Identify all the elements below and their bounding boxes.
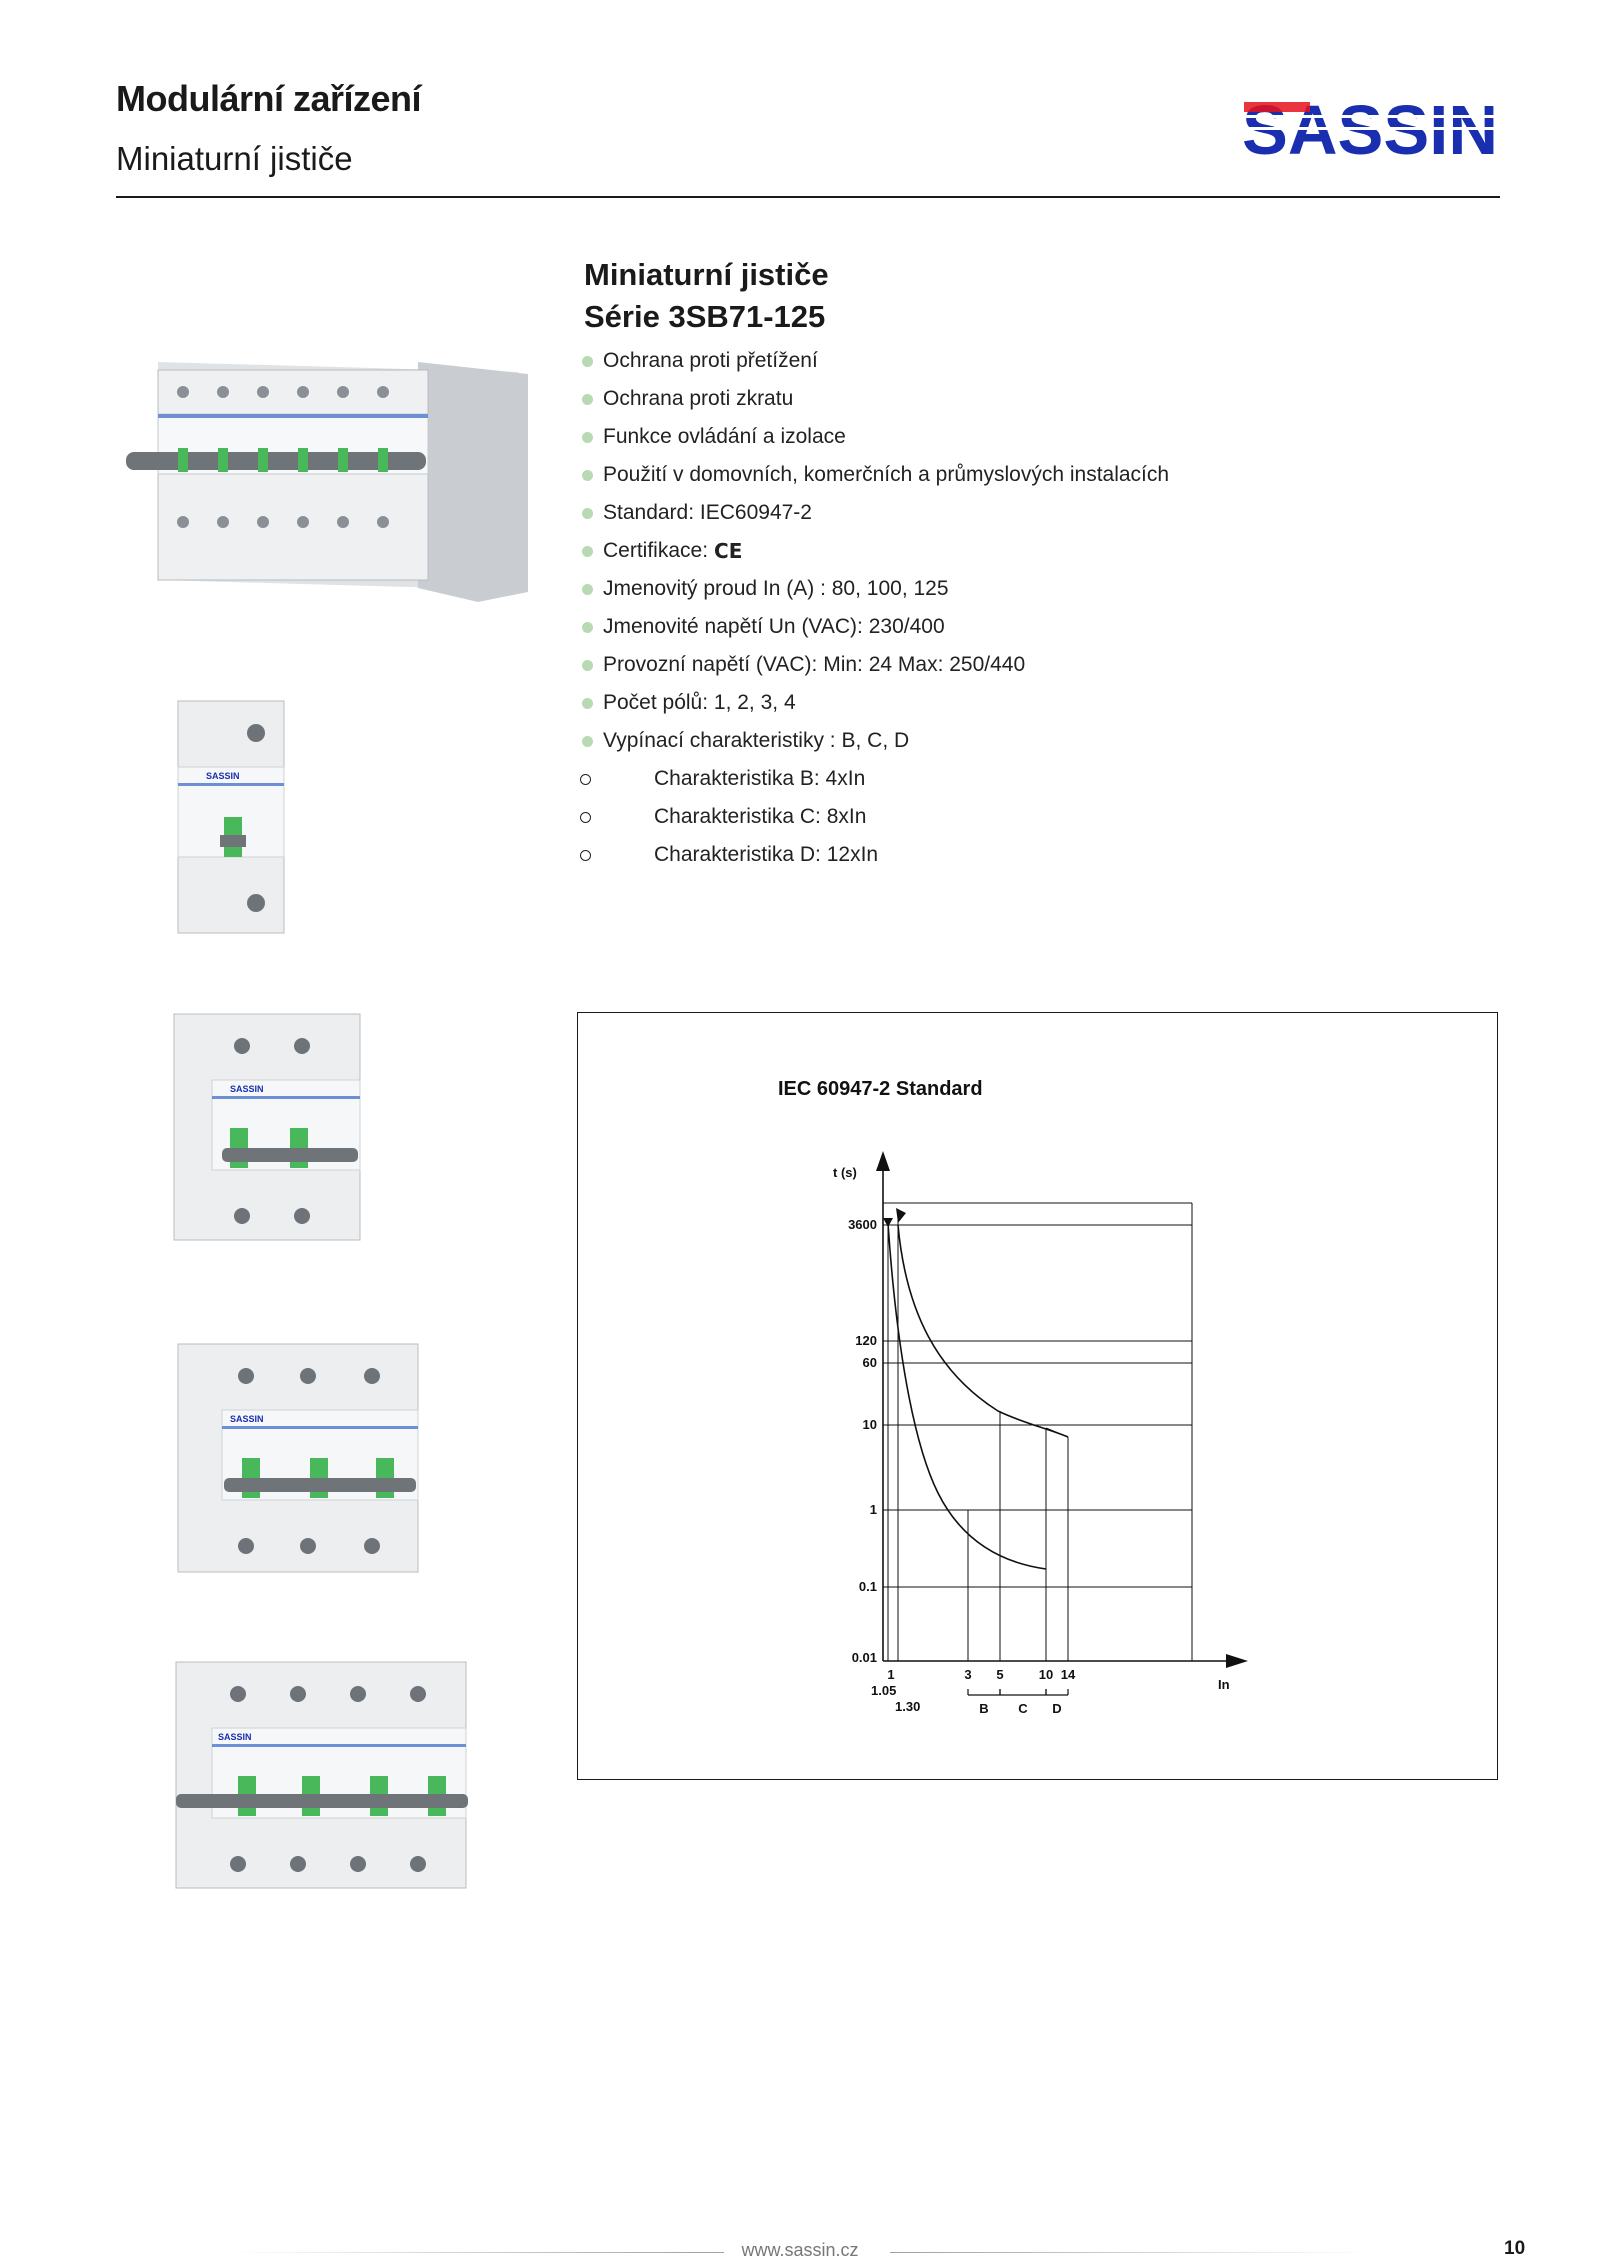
breaker-label: SASSIN (230, 1084, 264, 1094)
circle-bullet-icon (580, 773, 591, 785)
bullet-icon (582, 545, 593, 557)
lower-trip-curve (887, 1222, 1047, 1570)
breaker-group-image (126, 362, 528, 602)
upper-trip-curve (897, 1224, 1069, 1438)
footer-line-left (230, 2252, 724, 2253)
y-tick-label: 3600 (848, 1217, 877, 1232)
footer-line-right (890, 2252, 1370, 2253)
product-title-line2: Série 3SB71-125 (584, 299, 826, 334)
footer-url: www.sassin.cz (741, 2240, 859, 2260)
ce-mark-icon: CE (714, 539, 743, 563)
x-tick-label: 3 (964, 1667, 971, 1682)
bullet-icon (582, 697, 593, 709)
feature-item: Provozní napětí (VAC): Min: 24 Max: 250/… (578, 646, 1478, 684)
feature-item: Vypínací charakteristiky : B, C, D (578, 722, 1478, 760)
x-tick-label: 1.30 (895, 1699, 920, 1714)
x-tick-label: 14 (1061, 1667, 1076, 1682)
characteristic-label: B (979, 1701, 988, 1716)
y-axis-arrow-icon (876, 1151, 890, 1171)
page-number: 10 (1504, 2238, 1526, 2259)
circle-bullet-icon (580, 849, 591, 861)
y-tick-label: 0.1 (859, 1579, 877, 1594)
feature-item: Jmenovitý proud In (A) : 80, 100, 125 (578, 570, 1478, 608)
sub-feature-item: Charakteristika B: 4xIn (578, 760, 1478, 798)
bullet-icon (582, 355, 593, 367)
marker-arrow-icon (896, 1208, 906, 1223)
marker-arrow-icon (883, 1218, 893, 1227)
x-tick-label: 1 (887, 1667, 894, 1682)
characteristic-label: C (1018, 1701, 1028, 1716)
bullet-icon (582, 469, 593, 481)
y-tick-label: 10 (863, 1417, 877, 1432)
feature-item: Certifikace:CE (578, 532, 1478, 570)
bullet-icon (582, 431, 593, 443)
sub-feature-item: Charakteristika D: 12xIn (578, 836, 1478, 874)
circle-bullet-icon (580, 811, 591, 823)
x-tick-label: 10 (1039, 1667, 1053, 1682)
bullet-icon (582, 507, 593, 519)
feature-list: Ochrana proti přetížení Ochrana proti zk… (578, 342, 1478, 874)
x-axis-arrow-icon (1226, 1654, 1248, 1668)
breaker-1pole-image: SASSIN (177, 700, 285, 934)
y-tick-label: 120 (855, 1333, 877, 1348)
page-subtitle: Miniaturní jističe (116, 140, 353, 177)
feature-item: Použití v domovních, komerčních a průmys… (578, 456, 1478, 494)
chart-title: IEC 60947-2 Standard (778, 1078, 983, 1100)
feature-item: Jmenovité napětí Un (VAC): 230/400 (578, 608, 1478, 646)
x-tick-label: 1.05 (871, 1683, 896, 1698)
page-title: Modulární zařízení (116, 78, 422, 119)
sub-feature-item: Charakteristika C: 8xIn (578, 798, 1478, 836)
y-axis-label: t (s) (833, 1165, 857, 1180)
sassin-logo: SASSIN (1240, 96, 1500, 162)
feature-item: Standard: IEC60947-2 (578, 494, 1478, 532)
feature-item: Počet pólů: 1, 2, 3, 4 (578, 684, 1478, 722)
header-divider (116, 196, 1500, 198)
x-axis-label: In (1218, 1677, 1230, 1692)
breaker-3pole-image: SASSIN (177, 1343, 419, 1573)
y-tick-label: 1 (870, 1502, 877, 1517)
characteristic-label: D (1052, 1701, 1061, 1716)
breaker-label: SASSIN (218, 1732, 252, 1742)
y-tick-label: 0.01 (852, 1650, 877, 1665)
product-title: Miniaturní jističe Série 3SB71-125 (584, 254, 829, 338)
bullet-icon (582, 621, 593, 633)
bullet-icon (582, 583, 593, 595)
y-tick-label: 60 (863, 1355, 877, 1370)
product-title-line1: Miniaturní jističe (584, 257, 829, 292)
breaker-label: SASSIN (206, 771, 240, 781)
breaker-2pole-image: SASSIN (173, 1013, 361, 1241)
breaker-illustration (126, 362, 528, 602)
bullet-icon (582, 659, 593, 671)
feature-item: Ochrana proti zkratu (578, 380, 1478, 418)
breaker-label: SASSIN (230, 1414, 264, 1424)
bullet-icon (582, 735, 593, 747)
bullet-icon (582, 393, 593, 405)
breaker-4pole-image: SASSIN (175, 1661, 468, 1889)
feature-item: Ochrana proti přetížení (578, 342, 1478, 380)
x-tick-label: 5 (996, 1667, 1003, 1682)
feature-item: Funkce ovládání a izolace (578, 418, 1478, 456)
